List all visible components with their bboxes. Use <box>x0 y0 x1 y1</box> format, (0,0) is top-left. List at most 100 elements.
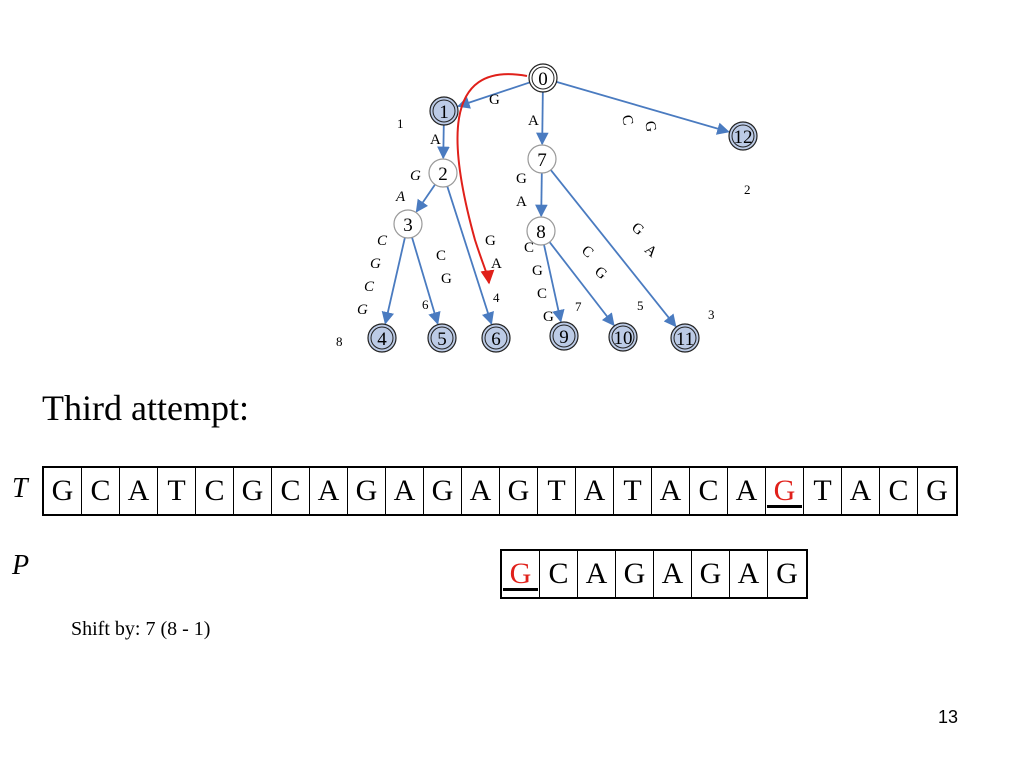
tree-edge <box>446 186 494 325</box>
pattern-cell: G <box>692 551 730 597</box>
tree-node-label: 12 <box>734 127 753 148</box>
pattern-label: P <box>12 550 30 581</box>
text-cell: T <box>538 468 576 514</box>
leaf-number: 4 <box>493 290 500 305</box>
tree-node: 6 <box>481 323 511 353</box>
edge-label: G <box>357 302 368 318</box>
leaf-number: 6 <box>422 297 429 312</box>
tree-node-label: 0 <box>538 69 548 90</box>
leaf-number: 2 <box>744 182 751 197</box>
slide-title: Third attempt: <box>42 388 249 428</box>
edge-label: G <box>641 120 659 134</box>
text-cell: C <box>82 468 120 514</box>
edge-label: C <box>377 233 388 249</box>
edge-label: C <box>618 114 635 127</box>
tree-node-label: 9 <box>559 327 569 348</box>
tree-node-label: 3 <box>403 215 413 236</box>
text-cell: A <box>652 468 690 514</box>
text-cell: A <box>386 468 424 514</box>
edge-label: G <box>410 168 421 184</box>
tree-edge <box>556 81 730 135</box>
edge-label: C <box>578 243 596 262</box>
tree-edge <box>548 241 615 327</box>
tree-node-label: 5 <box>437 329 447 350</box>
leaf-number: 1 <box>397 116 404 131</box>
pattern-cell: G <box>616 551 654 597</box>
text-cell: G <box>348 468 386 514</box>
edge-label: A <box>528 113 539 129</box>
tree-node-label: 1 <box>439 102 449 123</box>
tree-node-label: 4 <box>377 329 387 350</box>
tree-node-label: 8 <box>536 222 546 243</box>
text-cell: T <box>804 468 842 514</box>
edge-label: G <box>441 271 452 287</box>
tree-edge <box>535 172 548 218</box>
text-cell: C <box>196 468 234 514</box>
tree-node: 3 <box>393 209 423 239</box>
text-cell: C <box>880 468 918 514</box>
tree-node-label: 11 <box>676 329 694 350</box>
text-cell: A <box>462 468 500 514</box>
tree-node: 8 <box>526 216 556 246</box>
text-cell: C <box>690 468 728 514</box>
edge-label: G <box>543 309 554 325</box>
tree-node-label: 10 <box>614 328 633 349</box>
tree-node-label: 6 <box>491 329 501 350</box>
shift-text: Shift by: 7 (8 - 1) <box>71 618 211 640</box>
tree-edge <box>457 81 531 109</box>
tree-node: 2 <box>428 158 458 188</box>
leaf-number: 8 <box>336 334 343 349</box>
leaf-number: 5 <box>637 298 644 313</box>
tree-node: 5 <box>427 323 457 353</box>
tree-node: 12 <box>728 121 758 151</box>
edge-label: A <box>395 189 406 205</box>
edge-label: G <box>489 92 500 108</box>
text-label: T <box>12 473 28 504</box>
tree-node: 10 <box>608 322 638 352</box>
edge-label: A <box>491 256 502 272</box>
leaf-number: 7 <box>575 299 582 314</box>
edge-label: G <box>532 263 543 279</box>
edge-label: A <box>516 194 527 210</box>
tree-edge <box>536 91 549 146</box>
tree-edge <box>411 237 441 325</box>
pattern-cell: G <box>502 551 540 597</box>
edge-label: C <box>524 240 534 256</box>
tree-edge <box>415 184 436 213</box>
text-cell: A <box>576 468 614 514</box>
pattern-cell: A <box>578 551 616 597</box>
tree-edge <box>437 124 450 160</box>
leaf-number: 3 <box>708 307 715 322</box>
edge-label: G <box>516 171 527 187</box>
text-cell: A <box>728 468 766 514</box>
text-cell: A <box>310 468 348 514</box>
edge-label: G <box>485 233 496 249</box>
pattern-cell: A <box>654 551 692 597</box>
text-cell: C <box>272 468 310 514</box>
page-number: 13 <box>938 707 959 727</box>
edge-label: G <box>591 264 610 283</box>
text-cell: G <box>926 474 948 507</box>
pattern-cell: C <box>540 551 578 597</box>
tree-node: 0 <box>528 63 558 93</box>
tree-node-label: 2 <box>438 164 448 185</box>
tree-node: 9 <box>549 321 579 351</box>
text-cell: G <box>500 468 538 514</box>
text-cell: G <box>766 468 804 514</box>
text-cell: T <box>614 468 652 514</box>
text-cell: A <box>842 468 880 514</box>
highlight-arrow <box>456 73 528 285</box>
pattern-cell: A <box>730 551 768 597</box>
text-cell: G <box>44 468 82 514</box>
edge-label: A <box>641 242 660 261</box>
edge-label: C <box>364 279 375 295</box>
tree-edge <box>543 244 565 323</box>
tree-edge <box>381 237 406 325</box>
tree-node-label: 7 <box>537 150 547 171</box>
tree-node: 4 <box>367 323 397 353</box>
edge-label: A <box>430 132 441 148</box>
